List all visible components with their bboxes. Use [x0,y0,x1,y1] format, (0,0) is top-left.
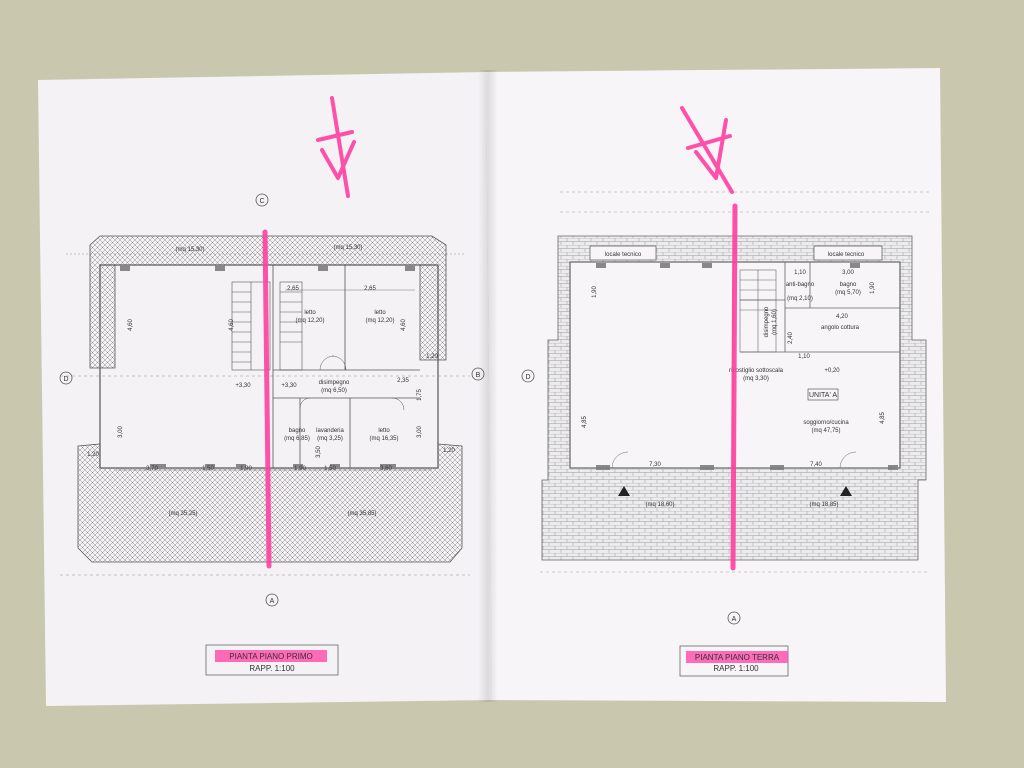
left-mark-right: B [476,372,481,379]
dim: 4,60 [229,319,235,331]
dim: 2,65 [364,286,376,292]
room-area: (mq 6,85) [284,436,310,442]
room-area: (mq 5,70) [835,290,861,296]
right-title-block: PIANTA PIANO TERRA RAPP. 1:100 [679,645,789,677]
room-area: (mq 47,75) [811,428,840,434]
dim: 1,50 [202,466,214,472]
room-name: disimpegno [764,306,770,337]
room-name: bagno [840,282,857,288]
dim: 4,20 [836,314,848,320]
room-area: (mq 16,35) [369,436,398,442]
level-mark: +3,30 [281,383,297,389]
center-fold-shadow [478,70,498,702]
dim: 1,50 [324,466,336,472]
room-area: (mq 1,60) [772,309,778,335]
section-line-left [262,229,272,569]
left-axis-marks: C D B A [59,193,485,607]
right-axis-marks: D A [521,369,741,625]
room-name: letto [378,428,390,434]
highlighter-marks [262,96,738,571]
left-mark-bottom: A [270,598,275,605]
room-area: (mq 2,10) [787,296,813,302]
dim: 7,40 [810,462,822,468]
left-mark-top: C [259,198,264,205]
terrace-area: (mq 18,60) [645,502,674,508]
terrace-area: (mq 35,85) [347,511,376,517]
left-staircase [231,281,303,371]
left-terrace-top [89,235,447,369]
level-mark: +3,30 [235,383,251,389]
left-title-block: PIANTA PIANO PRIMO RAPP. 1:100 [205,644,339,676]
terrace-area: (mq 35,25) [168,511,197,517]
room-name: angolo cottura [821,325,860,331]
dim: 1,20 [426,354,438,360]
right-mark-bottom: A [732,616,737,623]
dim: 1,90 [592,286,598,298]
dim: 1,20 [87,452,99,458]
dim: 4,60 [401,319,407,331]
dim: 2,40 [788,332,794,344]
level-mark: +0,20 [824,368,840,374]
dim: 1,20 [443,448,455,454]
room-name: letto [374,310,386,316]
room-name: locale tecnico [605,252,642,258]
right-plan-scale: RAPP. 1:100 [713,664,759,673]
left-plan-scale: RAPP. 1:100 [249,664,295,673]
room-area: (mq 12,20) [295,318,324,324]
dim: 2,35 [397,378,409,384]
right-dimensions: 7,30 7,40 3,00 4,20 1,90 1,90 4,85 4,85 … [582,270,886,468]
room-name: lavanderia [316,428,344,434]
dim: 1,10 [794,270,806,276]
dim: 3,60 [380,466,392,472]
dim: 1,90 [870,282,876,294]
dim: 3,00 [417,426,423,438]
dim: 4,85 [880,412,886,424]
right-plan-title: PIANTA PIANO TERRA [695,653,780,662]
left-room-labels: letto (mq 12,20) letto (mq 12,20) disimp… [168,245,398,517]
room-name: anti-bagno [786,282,815,288]
terrace-area: (mq 18,85) [809,502,838,508]
room-name: soggiorno/cucina [803,420,849,426]
room-name: letto [304,310,316,316]
entry-marker [840,486,852,496]
room-name: disimpegno [319,380,350,386]
room-name: ripostiglio sottoscala [729,368,784,374]
unit-label: UNITA' A [809,392,837,399]
dim: 3,70 [146,466,158,472]
section-line-right [730,203,738,571]
dim: 7,30 [649,462,661,468]
dim: 1,10 [798,354,810,360]
section-arrow-right [680,106,734,194]
dim: 4,60 [128,319,134,331]
dim: 2,65 [287,286,299,292]
dim: 1,90 [294,466,306,472]
room-name: locale tecnico [828,252,865,258]
right-mark-left: D [525,374,530,381]
dim: 1,90 [240,466,252,472]
entry-marker [618,486,630,496]
room-area: (mq 3,25) [317,436,343,442]
dim: 3,00 [118,426,124,438]
left-plan-title: PIANTA PIANO PRIMO [229,652,312,661]
room-area: (mq 12,20) [365,318,394,324]
dim: 3,00 [842,270,854,276]
room-area: (mq 6,50) [321,388,347,394]
right-staircase [739,269,777,353]
left-mark-left: D [63,376,68,383]
room-area: (mq 3,30) [743,376,769,382]
terrace-area: (mq 15,30) [333,245,362,251]
dim: 3,50 [316,446,322,458]
room-name: bagno [289,428,306,434]
section-arrow-left [316,96,356,198]
dim: 4,85 [582,416,588,428]
dim: 1,75 [417,389,423,401]
right-room-labels: locale tecnico locale tecnico anti-bagno… [605,252,865,508]
left-dimensions: 3,70 1,50 1,90 1,90 1,50 3,60 2,65 2,65 … [87,286,455,472]
terrace-area: (mq 15,30) [175,247,204,253]
